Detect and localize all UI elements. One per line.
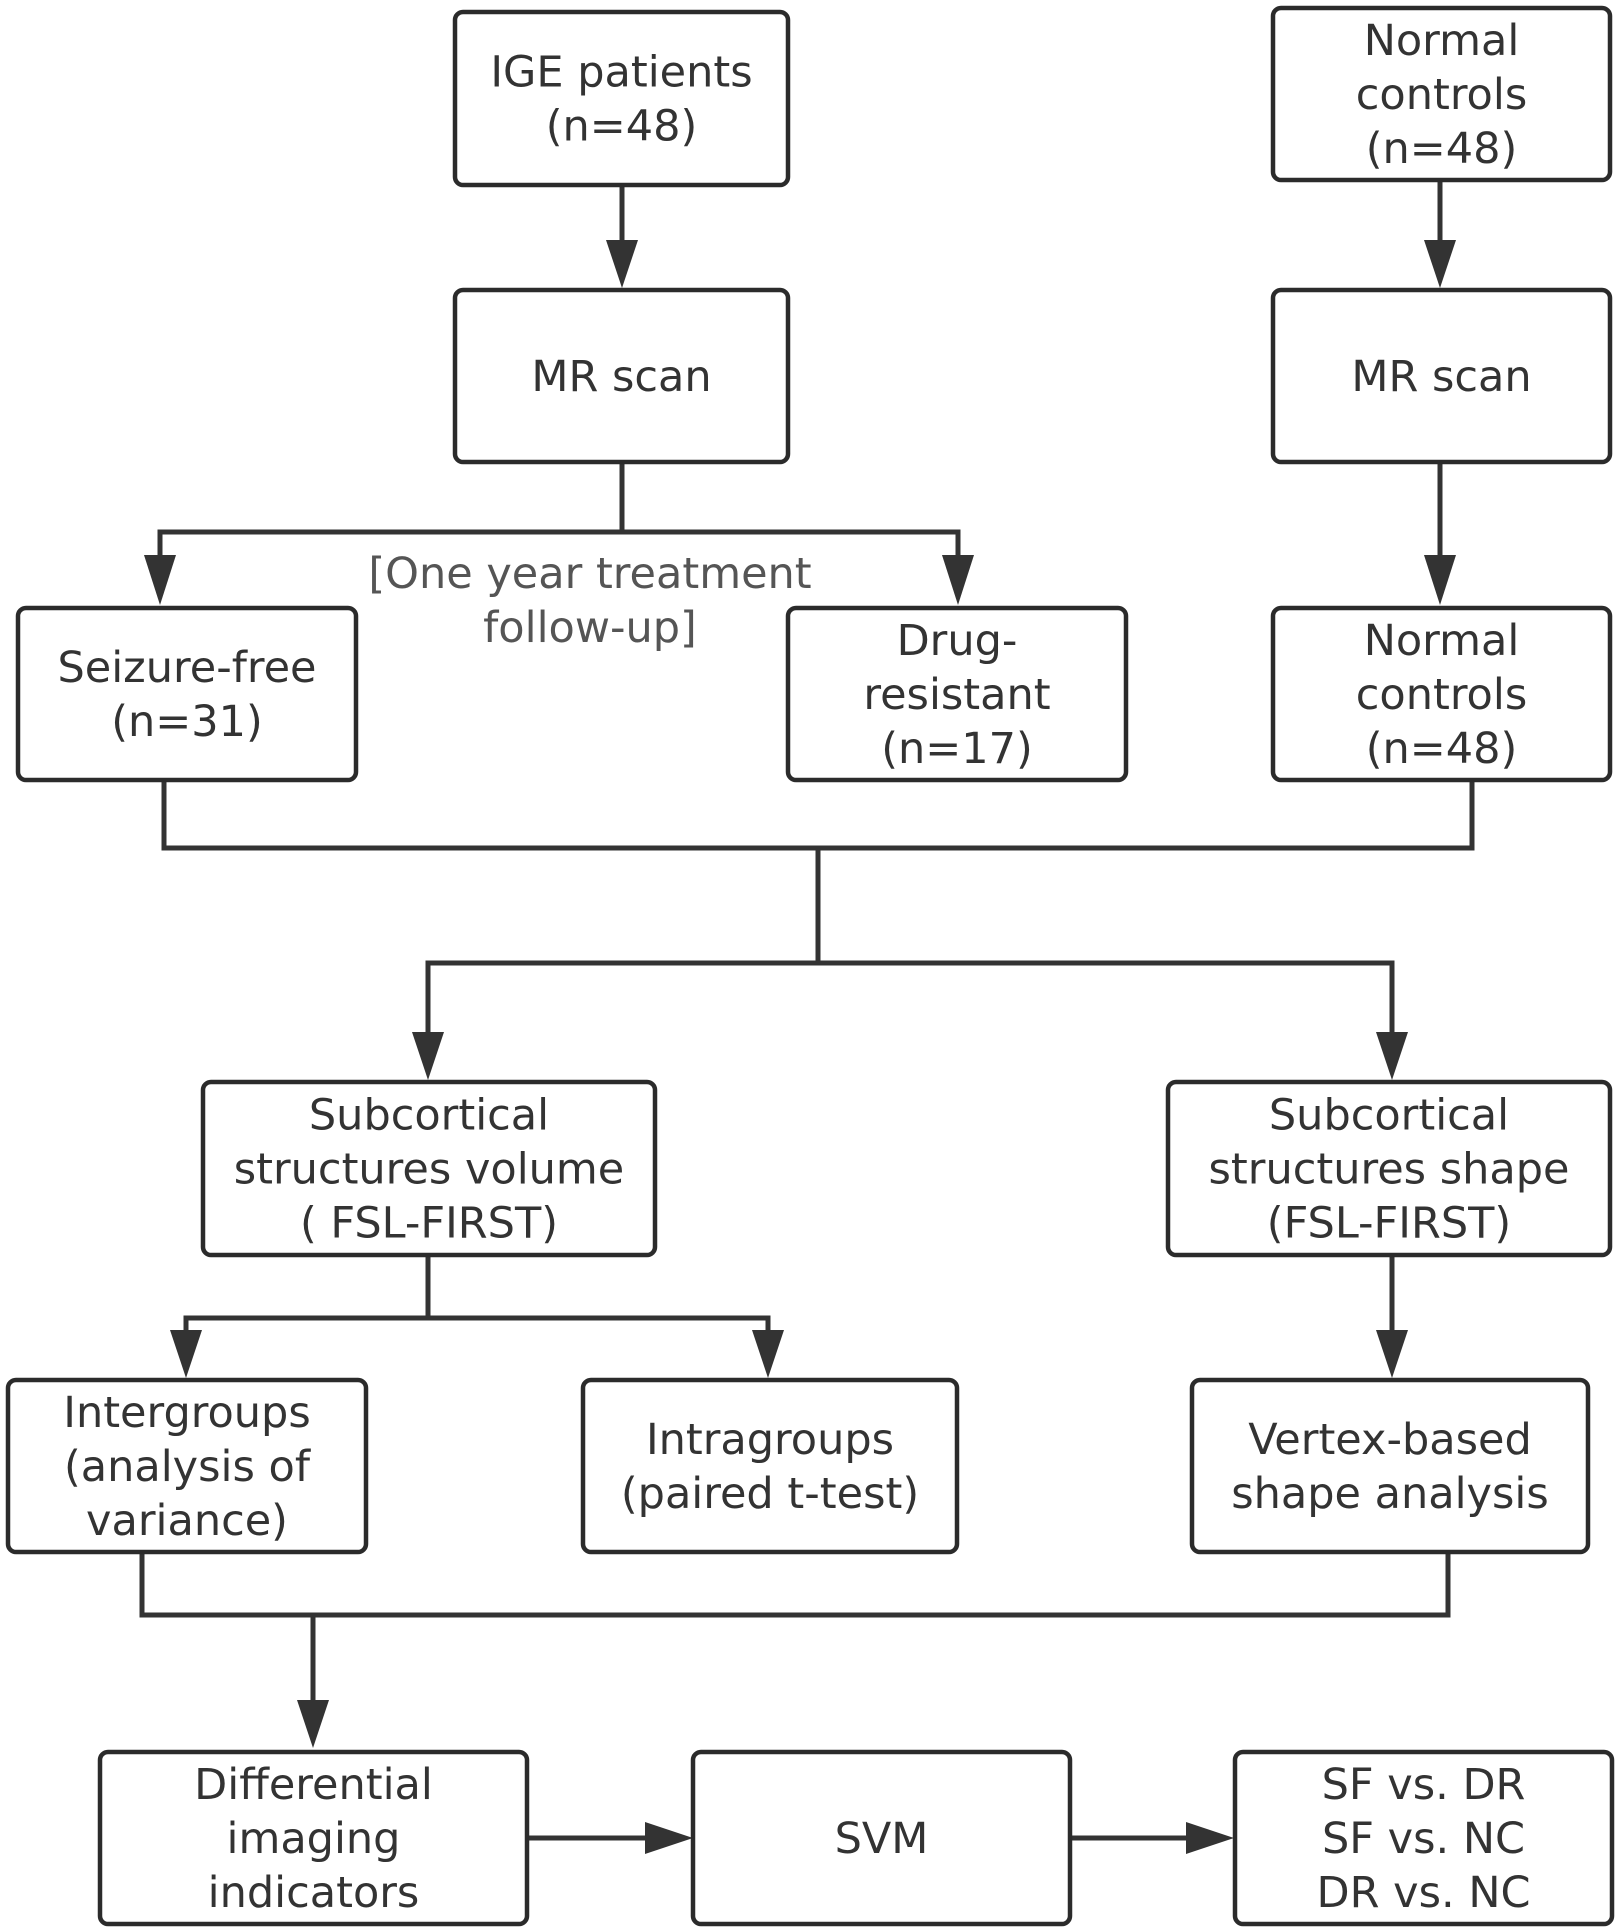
node-box — [97, 1749, 530, 1927]
arrowhead — [144, 555, 176, 605]
node-label-line: structures volume — [234, 1145, 625, 1195]
connector-volume-split — [183, 1255, 431, 1330]
node-box — [452, 9, 791, 188]
node-box — [5, 1377, 369, 1555]
node-label-line: Normal — [1364, 16, 1520, 66]
node-box — [1232, 1749, 1615, 1927]
node-box — [452, 287, 791, 465]
connector-volume-split-right — [428, 1315, 771, 1330]
connector-mr-split-right — [622, 529, 961, 565]
node-intragroups: Intragroups(paired t-test) — [580, 1377, 960, 1555]
node-label-line: imaging — [227, 1814, 401, 1864]
node-label-line: (FSL-FIRST) — [1267, 1199, 1511, 1249]
node-label-line: SVM — [835, 1814, 929, 1864]
node-box — [690, 1749, 1073, 1927]
node-label-line: MR scan — [1351, 352, 1531, 402]
node-label-line: controls — [1356, 70, 1527, 120]
arrowhead — [606, 240, 638, 288]
arrowhead — [412, 1032, 444, 1080]
arrowhead — [1424, 240, 1456, 288]
arrowhead — [297, 1700, 329, 1748]
arrowhead — [170, 1330, 202, 1378]
node-box — [785, 605, 1129, 783]
connector-mr-split — [157, 462, 625, 565]
node-label-line: Subcortical — [1269, 1091, 1509, 1141]
arrowhead — [752, 1330, 784, 1378]
node-label-line: IGE patients — [490, 48, 752, 98]
node-label-line: variance) — [86, 1496, 288, 1546]
node-mr-scan-right: MR scan — [1270, 287, 1613, 465]
connector-merge-split — [425, 960, 1395, 1042]
node-box — [200, 1079, 658, 1258]
node-box — [1189, 1377, 1591, 1555]
node-label-line: MR scan — [531, 352, 711, 402]
node-label-line: (n=31) — [111, 697, 263, 747]
node-label-line: (n=48) — [1366, 124, 1518, 174]
node-label-line: indicators — [208, 1868, 420, 1918]
arrowhead — [1376, 1032, 1408, 1080]
node-label-line: Normal — [1364, 616, 1520, 666]
arrowhead — [1424, 555, 1456, 605]
flowchart-boxes: IGE patients(n=48)Normalcontrols(n=48)MR… — [5, 5, 1615, 1927]
node-seizure-free: Seizure-free(n=31) — [15, 605, 359, 783]
followup-annotation-line2: follow-up] — [483, 603, 697, 653]
node-label-line: Differential — [194, 1760, 433, 1810]
node-box — [15, 605, 359, 783]
node-svm: SVM — [690, 1749, 1073, 1927]
node-label-line: DR vs. NC — [1316, 1868, 1530, 1918]
node-label-line: Seizure-free — [57, 643, 316, 693]
node-label-line: resistant — [863, 670, 1050, 720]
node-label-line: ( FSL-FIRST) — [300, 1199, 558, 1249]
arrowhead — [645, 1822, 693, 1854]
node-label-line: (n=48) — [546, 102, 698, 152]
node-box — [580, 1377, 960, 1555]
node-label-line: structures shape — [1209, 1145, 1570, 1195]
arrowhead — [1186, 1822, 1234, 1854]
node-box — [1270, 605, 1613, 783]
arrowhead — [942, 555, 974, 605]
node-label-line: Intragroups — [646, 1415, 894, 1465]
node-label-line: Subcortical — [309, 1091, 549, 1141]
node-label-line: (n=48) — [1366, 724, 1518, 774]
node-label-line: Intergroups — [63, 1388, 310, 1438]
connector-groups-merge — [161, 780, 1475, 851]
followup-annotation-line1: [One year treatment — [368, 549, 811, 599]
connector-analyses-merge — [139, 1552, 1451, 1618]
node-label-line: (paired t-test) — [621, 1469, 919, 1519]
node-box — [1165, 1079, 1613, 1258]
node-label-line: SF vs. DR — [1322, 1760, 1526, 1810]
node-label-line: (analysis of — [64, 1442, 311, 1492]
node-ige-patients: IGE patients(n=48) — [452, 9, 791, 188]
arrowhead — [1376, 1330, 1408, 1378]
node-label-line: Drug- — [897, 616, 1018, 666]
node-label-line: controls — [1356, 670, 1527, 720]
node-label-line: shape analysis — [1231, 1469, 1549, 1519]
connectors — [139, 180, 1475, 1854]
node-label-line: Vertex-based — [1248, 1415, 1532, 1465]
node-box — [1270, 5, 1613, 183]
node-label-line: (n=17) — [881, 724, 1033, 774]
node-box — [1270, 287, 1613, 465]
node-drug-resistant: Drug-resistant(n=17) — [785, 605, 1129, 783]
node-mr-scan-left: MR scan — [452, 287, 791, 465]
node-label-line: SF vs. NC — [1322, 1814, 1525, 1864]
